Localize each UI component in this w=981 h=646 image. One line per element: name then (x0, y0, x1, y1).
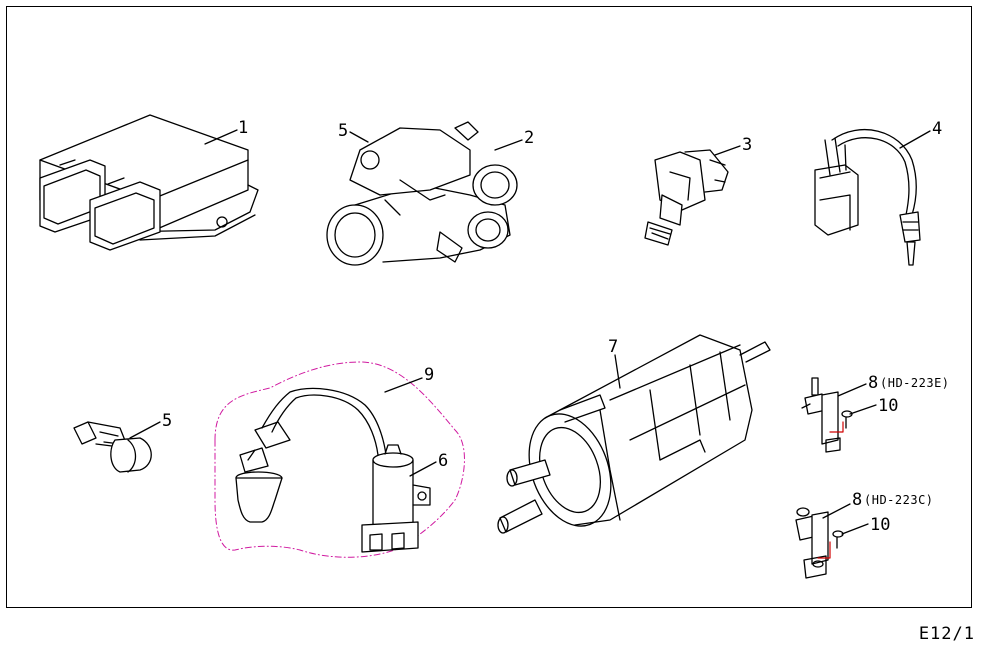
drawing-frame (6, 6, 972, 608)
callout-8-e-model: (HD-223E) (880, 376, 950, 390)
tilt-switch-icon (801, 377, 841, 453)
page-code: E12/1 (918, 624, 975, 644)
ignition-coil-icon (361, 444, 431, 553)
assembly-group-outline (214, 361, 465, 558)
spark-plug-cap-icon (235, 387, 387, 523)
ecu-module-icon (39, 114, 259, 251)
callout-3: 3 (742, 135, 752, 155)
fuel-pump-icon (497, 334, 771, 534)
callout-9: 9 (424, 365, 434, 385)
throttle-body-icon (326, 121, 518, 266)
callout-8-e: 8 (868, 373, 878, 393)
temperature-sensor-icon (73, 421, 152, 473)
callout-5-sensor: 5 (162, 411, 172, 431)
tilt-switch-icon (795, 507, 829, 579)
callout-6: 6 (438, 451, 448, 471)
screw-icon (841, 410, 853, 429)
oxygen-sensor-icon (814, 128, 921, 266)
callout-7: 7 (608, 337, 618, 357)
callout-4: 4 (932, 119, 942, 139)
callout-8-c-model: (HD-223C) (864, 493, 934, 507)
callout-1: 1 (238, 118, 248, 138)
screw-icon (832, 530, 844, 549)
callout-2: 2 (524, 128, 534, 148)
ground-wire-e (829, 421, 844, 433)
callout-10-c: 10 (870, 515, 890, 535)
callout-5-throttle: 5 (338, 121, 348, 141)
fuel-injector-icon (644, 149, 729, 246)
callout-8-c: 8 (852, 490, 862, 510)
ground-wire-c (817, 541, 831, 559)
callout-10-e: 10 (878, 396, 898, 416)
